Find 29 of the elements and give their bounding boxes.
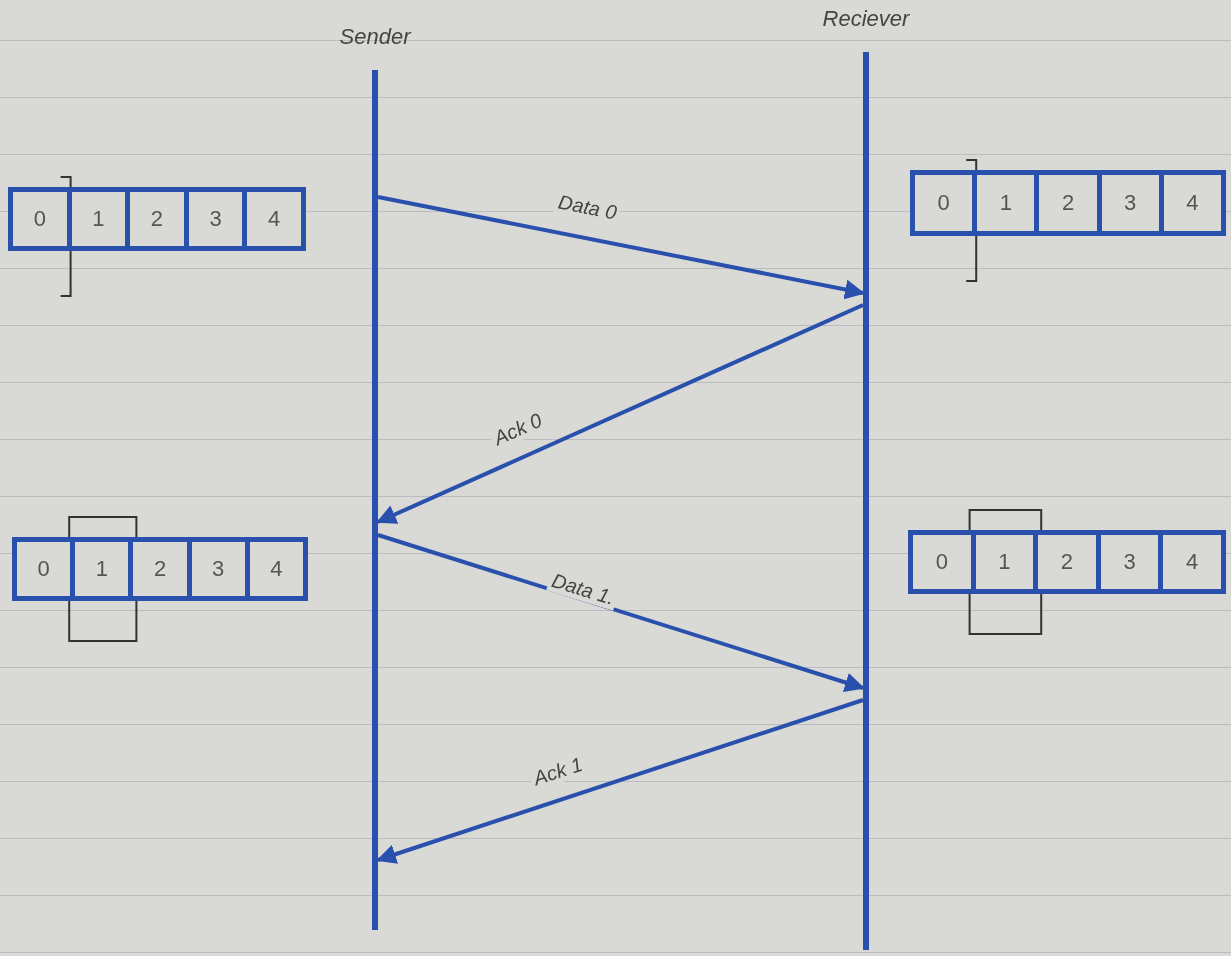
frame-cell: 1	[977, 175, 1040, 231]
frame-window	[910, 170, 1226, 236]
frame-cell: 2	[130, 192, 189, 246]
message-arrow	[377, 195, 865, 300]
frame-window	[8, 187, 306, 251]
frame-window	[908, 530, 1226, 594]
frame-cell: 0	[17, 542, 76, 596]
lifeline-heading: Sender	[339, 24, 411, 50]
frame-cell: 1	[75, 542, 134, 596]
frame-cell: 2	[1039, 175, 1102, 231]
frame-cell: 1	[975, 535, 1039, 589]
frame-cell: 2	[133, 542, 192, 596]
frame-cell: 0	[13, 192, 72, 246]
frame-cell: 4	[247, 192, 301, 246]
frame-cell: 4	[1163, 175, 1221, 231]
frame-cell: 3	[1100, 535, 1164, 589]
frame-cell: 0	[913, 535, 976, 589]
lifeline-heading: Reciever	[822, 6, 910, 32]
frame-cell: 4	[249, 542, 303, 596]
frame-window	[12, 537, 308, 601]
message-arrow	[376, 698, 864, 864]
frame-cell: 3	[1101, 175, 1164, 231]
message-arrow	[376, 303, 864, 524]
frame-cell: 0	[915, 175, 978, 231]
frame-cell: 4	[1163, 535, 1221, 589]
frame-cell: 3	[191, 542, 250, 596]
frame-cell: 3	[188, 192, 248, 246]
frame-cell: 2	[1038, 535, 1101, 589]
frame-cell: 1	[71, 192, 131, 246]
